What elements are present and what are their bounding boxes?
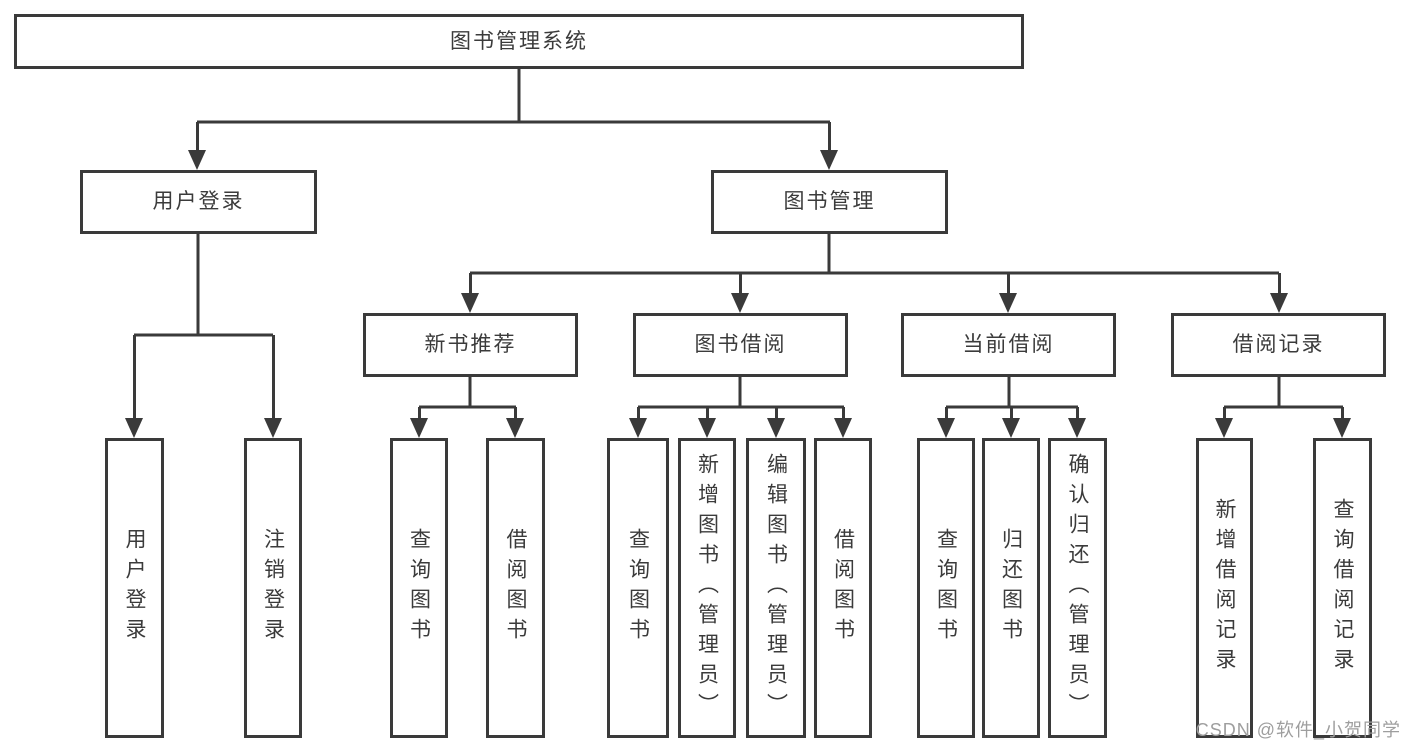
connector-stem (468, 377, 472, 407)
node-label: 查询图书 (407, 528, 431, 648)
arrow-down-icon (767, 407, 785, 438)
arrow-down-icon (1270, 273, 1288, 313)
connector-branch (470, 271, 1279, 275)
csdn-watermark: CSDN @软件_小贺同学 (1195, 720, 1401, 740)
node-label: 借阅图书 (831, 528, 855, 648)
arrow-down-icon (264, 335, 282, 438)
node-new-book-recommend: 新书推荐 (363, 313, 578, 377)
node-label: 注销登录 (261, 528, 285, 648)
arrow-down-icon (461, 273, 479, 313)
arrow-down-icon (629, 407, 647, 438)
node-label: 当前借阅 (962, 333, 1055, 357)
node-borrow-records: 借阅记录 (1171, 313, 1386, 377)
node-logout: 注销登录 (244, 438, 302, 738)
connector-branch (419, 405, 516, 409)
node-label: 借阅图书 (504, 528, 527, 648)
node-user-login-leaf: 用户登录 (105, 438, 164, 738)
node-current-borrow: 当前借阅 (901, 313, 1116, 377)
node-label: 编辑图书（管理员） (764, 453, 788, 723)
node-label: 确认归还（管理员） (1066, 453, 1089, 723)
connector-branch (197, 120, 830, 124)
arrow-down-icon (188, 122, 206, 170)
arrow-down-icon (410, 407, 428, 438)
node-label: 查询借阅记录 (1331, 498, 1354, 678)
node-label: 新增借阅记录 (1213, 498, 1236, 678)
node-label: 新书推荐 (424, 333, 517, 357)
connector-stem (827, 234, 831, 273)
arrow-down-icon (820, 122, 838, 170)
node-label: 查询图书 (626, 528, 650, 648)
node-query-book-borrowmod: 查询图书 (607, 438, 669, 738)
node-label: 用户登录 (123, 528, 146, 648)
arrow-down-icon (1002, 407, 1020, 438)
arrow-down-icon (1333, 407, 1351, 438)
node-label: 图书管理系统 (450, 29, 588, 53)
arrow-down-icon (999, 273, 1017, 313)
node-library-management-system: 图书管理系统 (14, 14, 1024, 69)
connector-stem (1277, 377, 1281, 407)
node-label: 图书借阅 (694, 333, 787, 357)
node-return-book: 归还图书 (982, 438, 1040, 738)
connector-branch (638, 405, 844, 409)
node-label: 归还图书 (999, 528, 1023, 648)
connector-branch (1224, 405, 1343, 409)
node-confirm-return-admin: 确认归还（管理员） (1048, 438, 1107, 738)
node-query-borrow-record: 查询借阅记录 (1313, 438, 1372, 738)
node-label: 图书管理 (783, 190, 876, 214)
node-label: 用户登录 (152, 190, 245, 214)
connector-branch (134, 333, 273, 337)
node-add-borrow-record: 新增借阅记录 (1196, 438, 1253, 738)
node-edit-book-admin: 编辑图书（管理员） (746, 438, 806, 738)
arrow-down-icon (125, 335, 143, 438)
node-query-book-current: 查询图书 (917, 438, 975, 738)
node-query-book-newrec: 查询图书 (390, 438, 448, 738)
node-label: 查询图书 (934, 528, 958, 648)
node-add-book-admin: 新增图书（管理员） (678, 438, 736, 738)
arrow-down-icon (1068, 407, 1086, 438)
node-label: 借阅记录 (1232, 333, 1325, 357)
arrow-down-icon (698, 407, 716, 438)
node-borrow-book-newrec: 借阅图书 (486, 438, 545, 738)
arrow-down-icon (1215, 407, 1233, 438)
arrow-down-icon (506, 407, 524, 438)
node-book-management: 图书管理 (711, 170, 948, 234)
arrow-down-icon (834, 407, 852, 438)
connector-stem (196, 234, 200, 335)
node-user-login: 用户登录 (80, 170, 317, 234)
node-book-borrow: 图书借阅 (633, 313, 848, 377)
connector-stem (738, 377, 742, 407)
arrow-down-icon (937, 407, 955, 438)
node-label: 新增图书（管理员） (695, 453, 719, 723)
node-borrow-book-borrowmod: 借阅图书 (814, 438, 872, 738)
connector-stem (517, 69, 521, 122)
arrow-down-icon (731, 273, 749, 313)
connector-stem (1007, 377, 1011, 407)
